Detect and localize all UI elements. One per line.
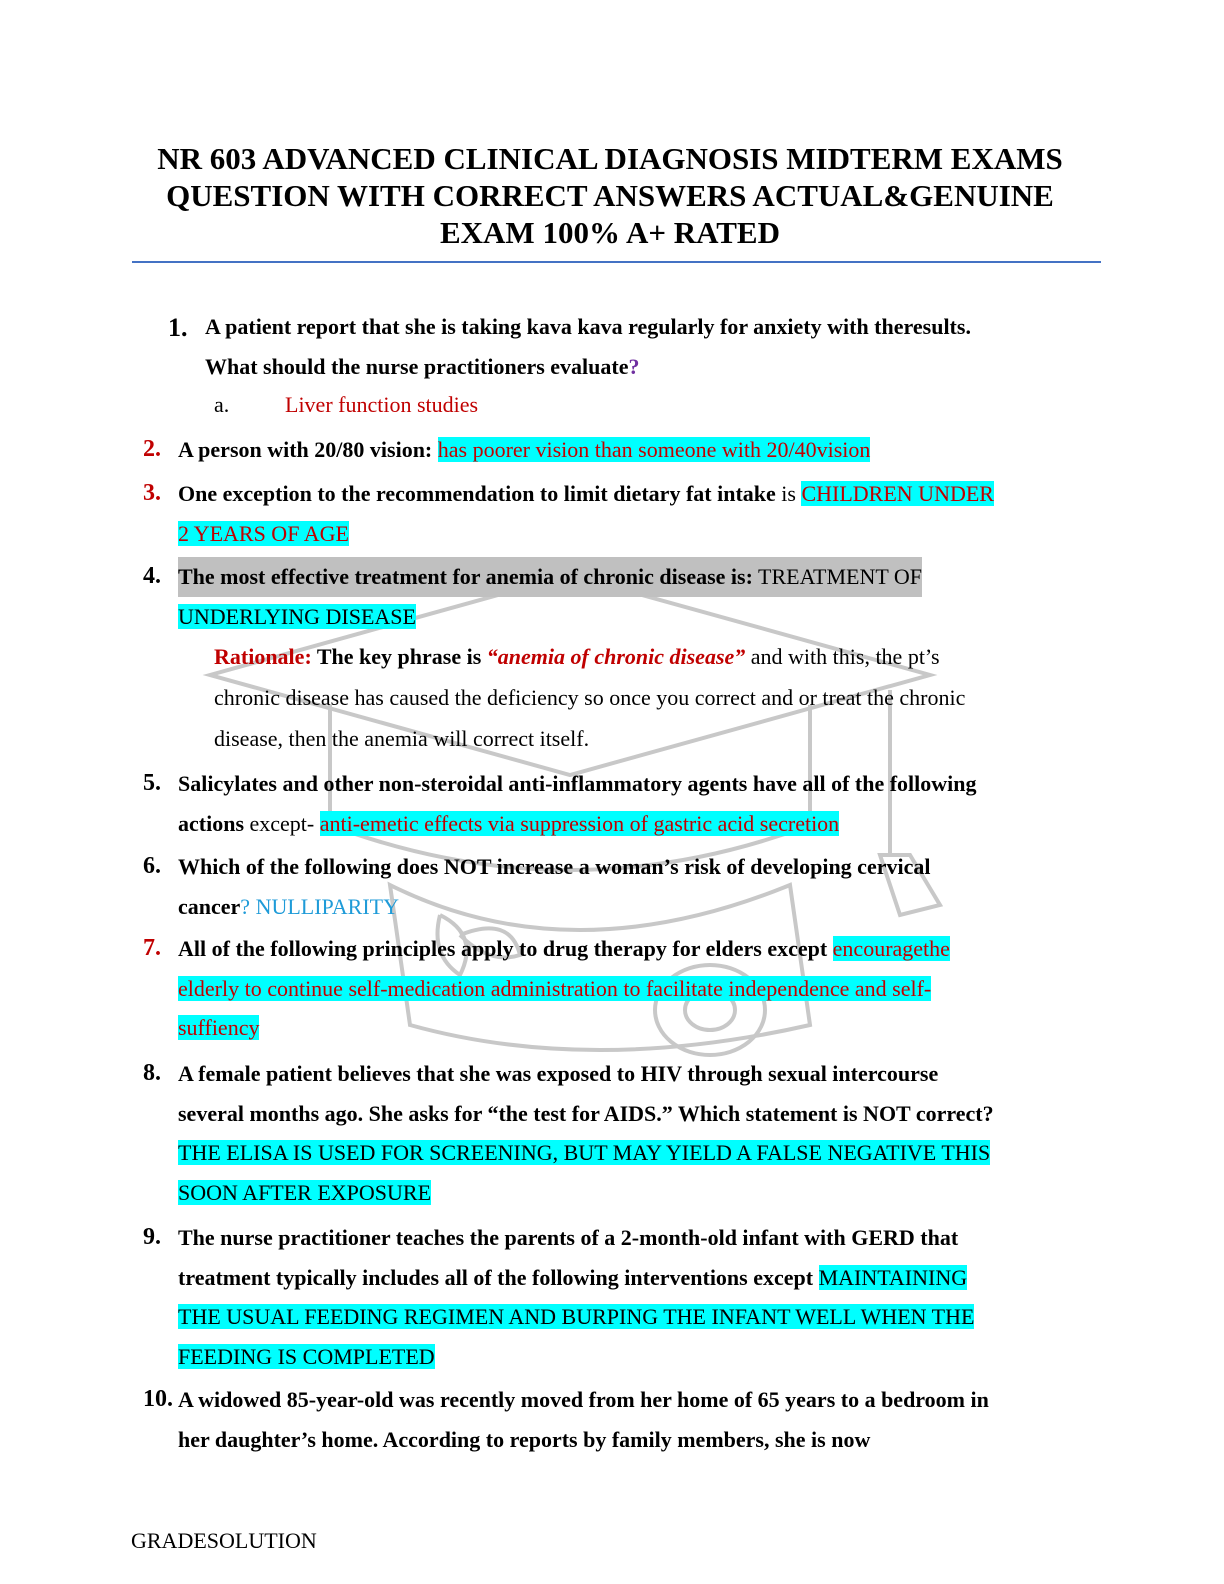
question-7-answer-2: elderly to continue self-medication admi… [178,975,932,1001]
question-6-mark: ? [240,893,251,919]
question-4-text: The most effective treatment for anemia … [178,564,753,589]
question-5-answer: anti-emetic effects via suppression of g… [319,810,840,836]
question-7: All of the following principles apply to… [178,929,950,1048]
question-7-answer-3: suffiency [178,1015,260,1040]
question-4-answer-2: UNDERLYING DISEASE [178,603,416,629]
question-6-answer: NULLIPARITY [250,893,399,919]
question-6-number: 6. [143,853,161,879]
question-1-line-2: What should the nurse practitioners eval… [205,353,629,379]
question-8-line-2: several months ago. She asks for “the te… [178,1100,994,1126]
question-1-sub-letter: a. [214,392,230,417]
question-5-line-1: Salicylates and other non-steroidal anti… [178,771,977,796]
question-4: The most effective treatment for anemia … [178,557,923,636]
question-3-answer-2: 2 YEARS OF AGE [178,520,349,546]
question-1-line-1: A patient report that she is taking kava… [205,314,971,339]
question-3-text: One exception to the recommendation to l… [178,481,776,506]
question-1-number: 1. [168,313,188,342]
question-5-number: 5. [143,770,161,796]
question-10-number: 10. [143,1386,173,1412]
question-3-number: 3. [143,480,161,506]
document-title: NR 603 ADVANCED CLINICAL DIAGNOSIS MIDTE… [130,140,1090,251]
question-3-joiner: is [775,481,802,506]
rationale-label: Rationale: [214,644,312,669]
question-2-answer: has poorer vision than someone with 20/4… [437,437,871,462]
question-3-answer-1: CHILDREN UNDER [801,481,994,506]
question-4-number: 4. [143,563,161,589]
question-9-line-2: treatment typically includes all of the … [178,1264,819,1290]
question-10-line-1: A widowed 85-year-old was recently moved… [178,1387,989,1412]
question-7-answer-1: encouragethe [832,936,950,961]
question-7-number: 7. [143,935,161,961]
question-9-number: 9. [143,1224,161,1250]
rationale-line-3: disease, then the anemia will correct it… [214,726,590,751]
title-line-1: NR 603 ADVANCED CLINICAL DIAGNOSIS MIDTE… [157,141,1063,176]
question-2-number: 2. [143,436,161,462]
question-9-line-1: The nurse practitioner teaches the paren… [178,1225,959,1250]
question-5-joiner: except- [244,810,320,836]
question-9-answer-2: THE USUAL FEEDING REGIMEN AND BURPING TH… [178,1304,975,1329]
title-line-2: QUESTION WITH CORRECT ANSWERS ACTUAL&GEN… [166,178,1054,213]
question-6-line-1: Which of the following does NOT increase… [178,854,931,879]
question-5: Salicylates and other non-steroidal anti… [178,764,977,843]
rationale-key: The key phrase is [311,644,487,669]
rationale-line-2: chronic disease has caused the deficienc… [214,685,966,710]
question-10-line-2: her daughter’s home. According to report… [178,1426,871,1452]
rationale-quote: “anemia of chronic disease” [486,644,746,669]
footer-brand: GRADESOLUTION [131,1528,317,1553]
question-6: Which of the following does NOT increase… [178,847,930,926]
question-2-text: A person with 20/80 vision: [178,437,433,462]
question-1-mark: ? [628,353,640,379]
question-8: A female patient believes that she was e… [178,1054,994,1212]
question-2: A person with 20/80 vision: has poorer v… [178,430,871,470]
question-1: A patient report that she is taking kava… [205,307,971,386]
question-7-text: All of the following principles apply to… [178,936,828,961]
question-9-answer-3: FEEDING IS COMPLETED [178,1343,435,1369]
question-10: A widowed 85-year-old was recently moved… [178,1380,989,1459]
question-3: One exception to the recommendation to l… [178,474,994,553]
question-8-line-1: A female patient believes that she was e… [178,1061,939,1086]
question-4-rationale: Rationale: The key phrase is “anemia of … [214,636,1074,759]
question-9-answer-1: MAINTAINING [818,1264,968,1290]
question-8-answer-2: SOON AFTER EXPOSURE [178,1179,432,1205]
question-8-answer-1: THE ELISA IS USED FOR SCREENING, BUT MAY… [178,1140,991,1165]
title-divider [132,261,1101,263]
question-4-answer-1: TREATMENT OF [752,564,923,589]
question-1-answer: Liver function studies [285,392,479,417]
question-8-number: 8. [143,1060,161,1086]
question-5-line-2: actions [178,810,244,836]
title-line-3: EXAM 100% A+ RATED [439,215,781,250]
question-6-line-2: cancer [178,893,241,919]
rationale-rest-1: and with this, the pt’s [745,644,940,669]
question-9: The nurse practitioner teaches the paren… [178,1218,975,1376]
